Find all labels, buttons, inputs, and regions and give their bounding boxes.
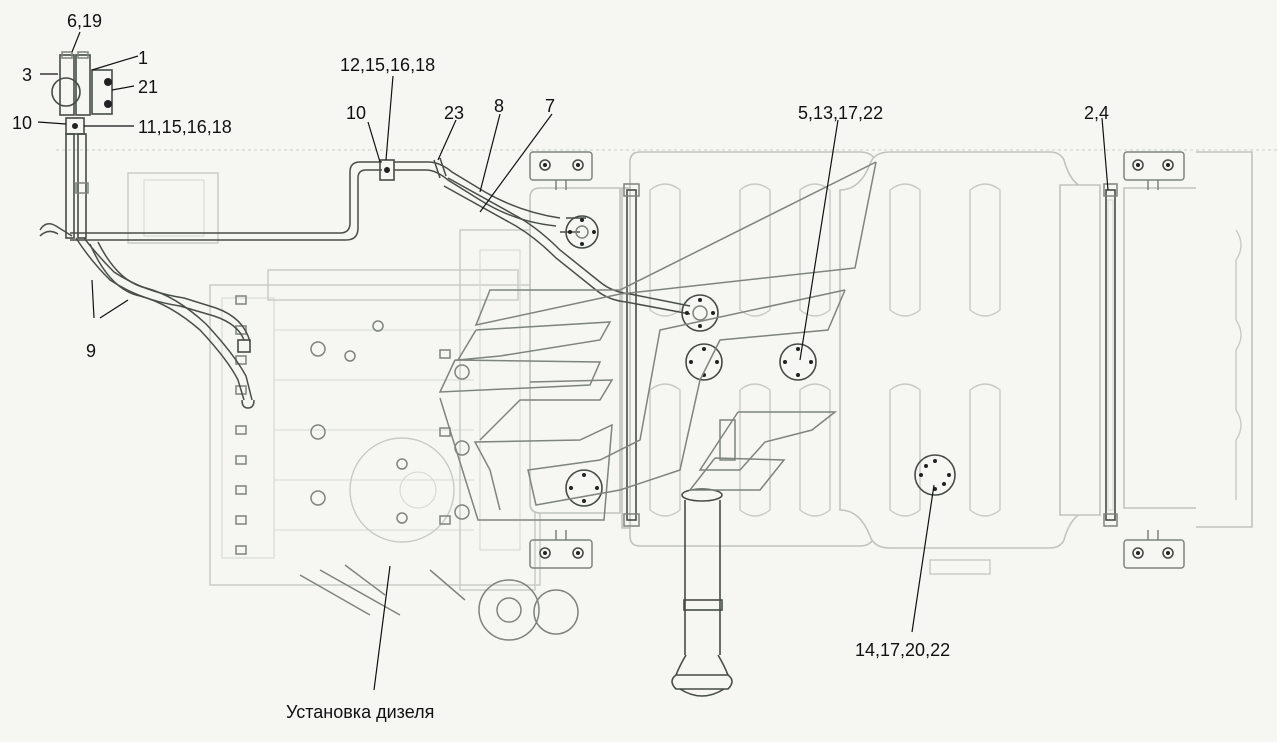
callout-3: 3 [22,65,32,85]
callout-8: 8 [494,96,504,116]
callout-9: 9 [86,341,96,361]
callout-14-17-20-22: 14,17,20,22 [855,640,950,660]
leader-lines [37,31,1109,691]
sender-fitting-top [565,215,599,249]
callout-12-15-16-18: 12,15,16,18 [340,55,435,75]
tank-straps [623,183,1118,527]
tank-cutaway-overlay [438,161,877,521]
injector-bolts [310,320,470,524]
sender-fitting-right [779,343,817,381]
sender-fitting-lower [565,469,603,507]
bracket-bottom-right [1123,530,1185,569]
sender-fitting-tank-right [914,454,956,496]
filler-neck [671,488,733,697]
callout-2-4: 2,4 [1084,103,1109,123]
callout-21: 21 [138,77,158,97]
diesel-engine-outline [127,172,579,641]
fuel-lines [39,157,691,409]
callout-7: 7 [545,96,555,116]
tank-sender-units [565,215,956,507]
callout-5-13-17-22: 5,13,17,22 [798,103,883,123]
callout-11-15-16-18: 11,15,16,18 [138,117,232,137]
injector-nozzles [235,295,451,555]
bracket-bottom-left [529,530,593,569]
fuel-tank-right [839,151,1253,575]
callout-1: 1 [138,48,148,68]
callout-10-clamp: 10 [346,103,366,123]
callout-6-19: 6,19 [67,11,102,31]
bracket-top-right [1123,151,1185,190]
engine-installation-label: Установка дизеля [286,702,434,722]
mounting-brackets [529,151,1185,569]
sender-fitting-center [681,294,719,332]
callout-labels: 6,19 1 3 21 10 11,15,16,18 12,15,16,18 1… [12,11,1109,722]
bracket-top-left [529,151,593,190]
callout-10-filter: 10 [12,113,32,133]
fuel-filter-assembly [51,51,113,239]
callout-23: 23 [444,103,464,123]
